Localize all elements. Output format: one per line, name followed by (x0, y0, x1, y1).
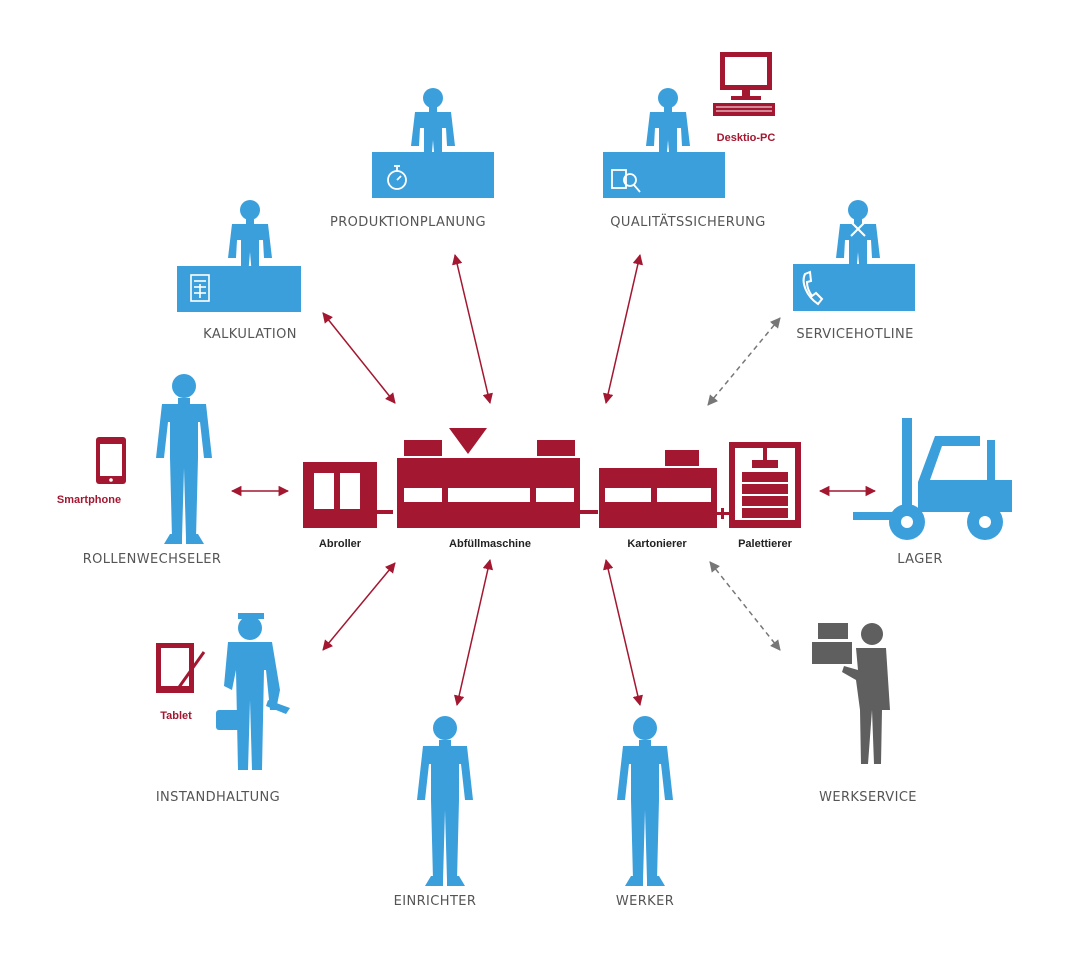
arrow-kalkulation (322, 312, 396, 404)
werker-station: WERKER (616, 716, 674, 909)
lager-label: LAGER (897, 552, 943, 567)
arrow-werkservice (709, 561, 781, 651)
machine-labels: Abroller Abfüllmaschine Kartonierer Pale… (319, 538, 793, 550)
smartphone-device: Smartphone (57, 437, 126, 506)
desktop-pc-label: Desktio-PC (717, 132, 776, 144)
kalkulation-label: KALKULATION (203, 327, 297, 342)
arrow-qualitaetssicherung (602, 253, 644, 405)
servicehotline-label: SERVICEHOTLINE (796, 327, 913, 342)
arrow-produktionplanung (452, 253, 493, 405)
calculator-icon (190, 274, 210, 302)
rollenwechseler-station: Smartphone ROLLENWECHSELER (57, 374, 221, 567)
arrow-instandhaltung (322, 562, 396, 651)
qualitaetssicherung-station: Desktio-PC QUALITÄTSSICHERUNG (603, 52, 775, 230)
qualitaetssicherung-label: QUALITÄTSSICHERUNG (610, 214, 765, 230)
werkservice-label: WERKSERVICE (819, 790, 917, 805)
kalkulation-station: KALKULATION (177, 200, 301, 342)
boxes-icon (812, 623, 852, 664)
dashed-arrows (707, 317, 781, 651)
werkservice-station: WERKSERVICE (812, 623, 917, 805)
palettierer-label: Palettierer (738, 538, 793, 550)
produktionplanung-label: PRODUKTIONPLANUNG (330, 215, 486, 230)
kartonierer-machine (599, 450, 729, 528)
einrichter-station: EINRICHTER (394, 716, 477, 909)
forklift-icon (853, 418, 1012, 540)
werker-label: WERKER (616, 894, 674, 909)
production-line (303, 428, 801, 528)
instandhaltung-label: INSTANDHALTUNG (156, 790, 280, 805)
einrichter-label: EINRICHTER (394, 894, 477, 909)
tablet-label: Tablet (160, 710, 192, 722)
arrow-werker (603, 558, 643, 707)
rollenwechseler-label: ROLLENWECHSELER (83, 552, 222, 567)
servicehotline-station: SERVICEHOTLINE (793, 200, 915, 342)
tablet-device: Tablet (156, 643, 206, 722)
kartonierer-label: Kartonierer (627, 538, 687, 550)
arrow-einrichter (453, 558, 494, 707)
abroller-label: Abroller (319, 538, 362, 550)
telephone-icon (802, 270, 824, 306)
smartphone-label: Smartphone (57, 494, 121, 506)
arrow-servicehotline (707, 317, 781, 406)
lager-station: LAGER (853, 418, 1012, 567)
produktionplanung-station: PRODUKTIONPLANUNG (330, 88, 494, 230)
stopwatch-icon (387, 165, 407, 190)
magnifier-icon (611, 169, 641, 193)
desktop-pc-device: Desktio-PC (713, 52, 775, 144)
palettierer-machine (729, 442, 801, 528)
abfuellmaschine-label: Abfüllmaschine (449, 538, 531, 550)
instandhaltung-station: Tablet INSTANDHALTUNG (156, 613, 290, 805)
abroller-machine (303, 462, 393, 528)
connection-arrows (230, 253, 877, 707)
abfuellmaschine-machine (397, 428, 598, 528)
